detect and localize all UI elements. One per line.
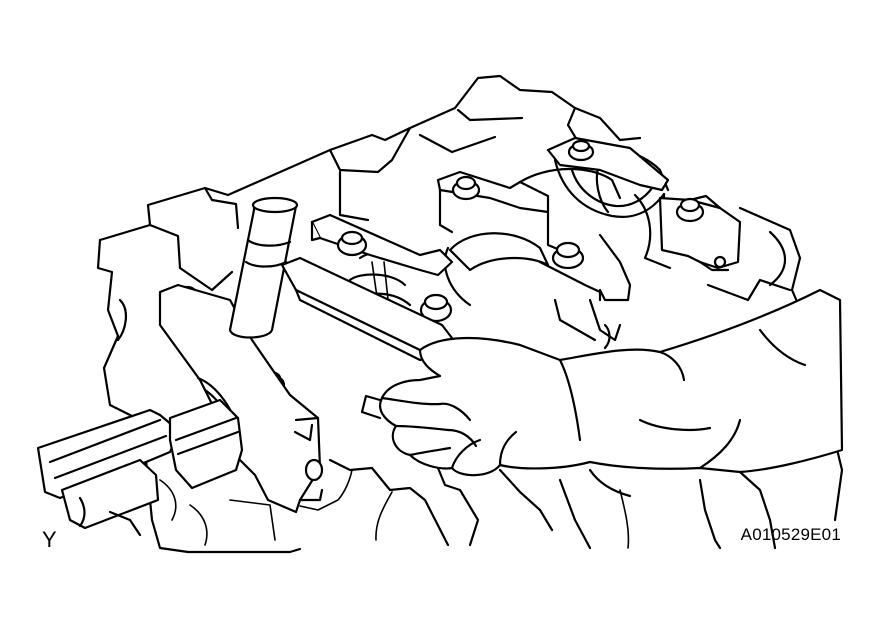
corner-mark: Y — [42, 527, 57, 552]
block-base — [558, 470, 777, 550]
service-tool — [36, 398, 244, 537]
hand — [360, 288, 844, 477]
cylinder-block — [96, 74, 844, 554]
figure-code: A010529E01 — [740, 525, 841, 544]
